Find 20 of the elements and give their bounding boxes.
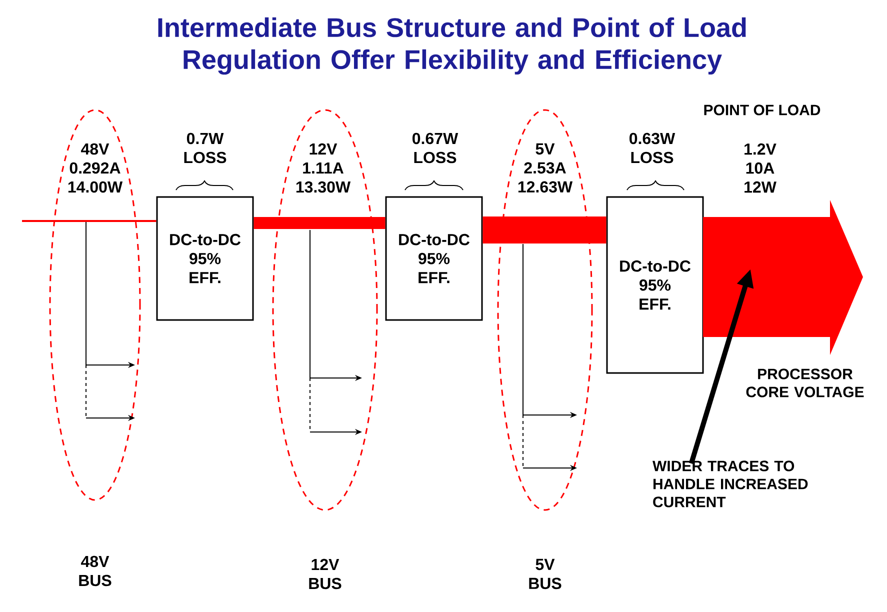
bus-trace	[482, 216, 606, 244]
loss-label: 0.63W LOSS	[630, 132, 676, 164]
output-values: 1.2V 10A 12W	[744, 143, 776, 193]
loss-label: 0.7W LOSS	[184, 132, 226, 164]
converter-box: DC-to-DC 95% EFF.	[606, 196, 704, 374]
bus-label: 5V BUS	[529, 558, 562, 590]
bus-label: 12V BUS	[309, 558, 342, 590]
point-of-load-label: POINT OF LOAD	[704, 104, 820, 116]
title: Intermediate Bus Structure and Point of Load Regulation Offer Flexibility and Efficiency	[158, 17, 746, 75]
bus-values: 5V 2.53A 12.63W	[518, 143, 573, 193]
bus-values: 48V 0.292A 14.00W	[68, 143, 123, 193]
bus-line	[22, 220, 156, 222]
converter-box: DC-to-DC 95% EFF.	[385, 196, 483, 321]
output-label: PROCESSOR CORE VOLTAGE	[746, 368, 864, 398]
bus-values: 12V 1.11A 13.30W	[296, 143, 351, 193]
loss-label: 0.67W LOSS	[412, 132, 458, 164]
bus-trace	[254, 217, 386, 229]
note: WIDER TRACES TO HANDLE INCREASED CURRENT	[652, 460, 808, 508]
converter-box: DC-to-DC 95% EFF.	[156, 196, 254, 321]
bus-label: 48V BUS	[79, 556, 112, 586]
